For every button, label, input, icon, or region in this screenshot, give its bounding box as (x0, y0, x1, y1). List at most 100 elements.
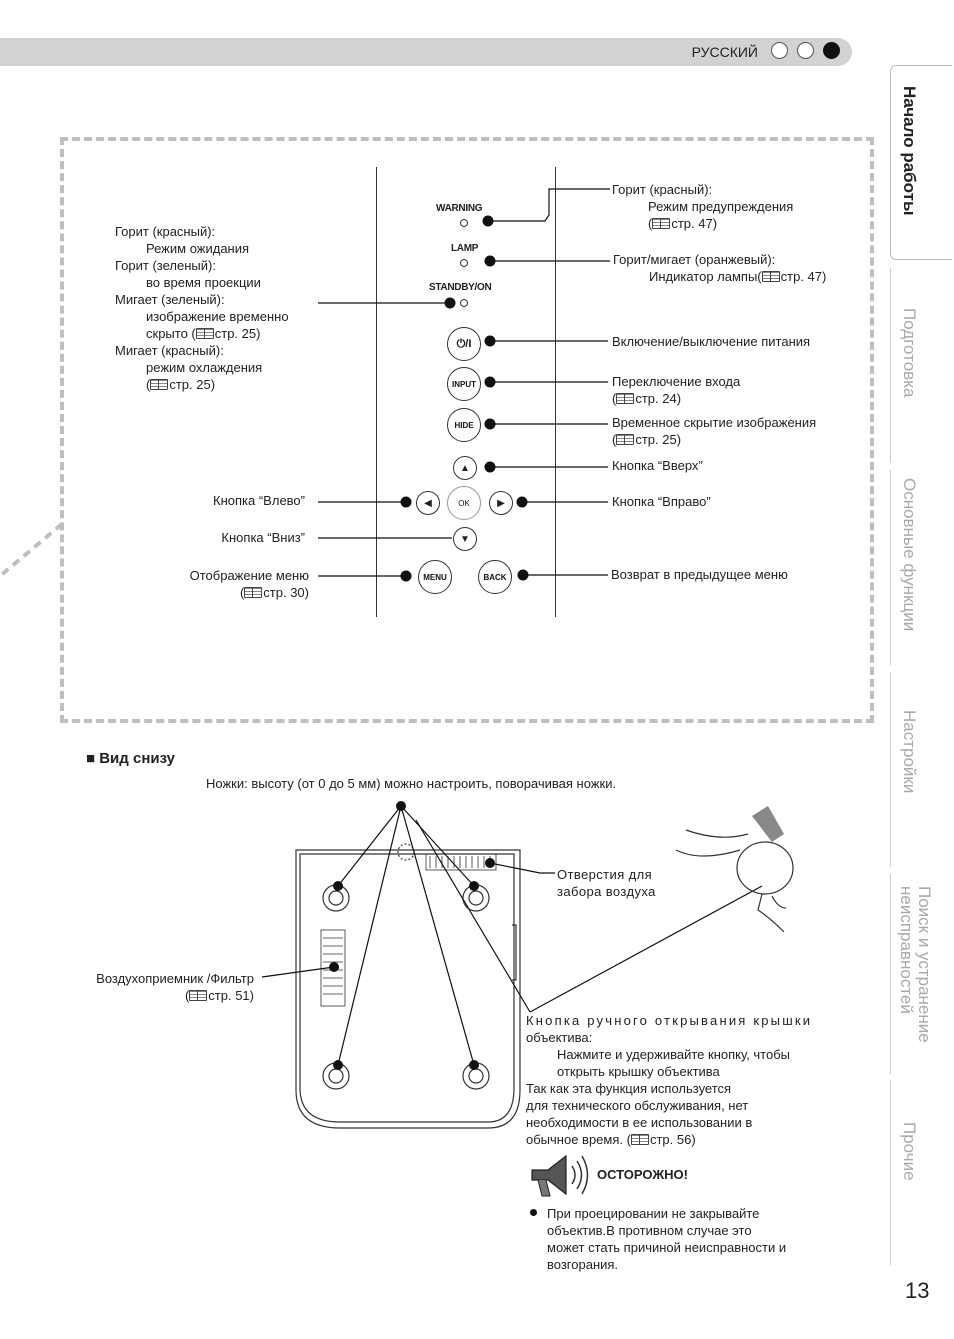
book-icon (244, 587, 263, 598)
standby-desc-line: Мигает (зеленый): (115, 292, 225, 307)
filter-desc-line: Воздухоприемник /Фильтр (96, 971, 254, 986)
page-number: 13 (905, 1278, 930, 1303)
feet-note: Ножки: высоту (от 0 до 5 мм) можно настр… (206, 776, 617, 791)
indicator-circle-1-icon (771, 42, 788, 59)
lens-button-desc-ref: обычное время. ( стр. 56) (526, 1131, 812, 1148)
tab-label: Начало работы (900, 86, 919, 216)
side-tabs: Начало работы Подготовка Основные функци… (886, 0, 954, 1339)
input-desc: Переключение входа (стр. 24) (612, 373, 740, 407)
warning-desc-line: Горит (красный): (612, 182, 713, 197)
book-icon (761, 271, 780, 282)
page-ref: стр. 47) (671, 216, 718, 231)
menu-desc: Отображение меню (стр. 30) (120, 567, 309, 601)
down-arrow-button[interactable]: ▼ (453, 527, 477, 551)
tab-settings[interactable]: Настройки (890, 672, 952, 867)
standby-desc: Горит (красный): Режим ожидания Горит (з… (115, 223, 289, 393)
lamp-desc: Горит/мигает (оранжевый): Индикатор ламп… (613, 251, 826, 285)
tab-label: Настройки (900, 710, 919, 794)
caution-title: ОСТОРОЖНО! (597, 1167, 688, 1182)
page-ref: стр. 56) (649, 1132, 696, 1147)
tab-label: Поиск и устранение неисправностей (897, 886, 934, 1043)
lens-button-desc-line: открыть крышку объектива (557, 1064, 720, 1079)
tab-troubleshooting[interactable]: Поиск и устранение неисправностей (890, 874, 952, 1074)
megaphone-icon (531, 1154, 589, 1197)
panel-leader-lines (318, 188, 610, 582)
power-desc: Включение/выключение питания (612, 334, 811, 349)
indicator-circle-3-icon (823, 42, 840, 59)
standby-desc-line: Горит (зеленый): (115, 258, 216, 273)
filter-desc: Воздухоприемник /Фильтр (стр. 51) (60, 970, 254, 1004)
right-arrow-button[interactable]: ▶ (489, 491, 513, 515)
hide-desc-ref: (стр. 25) (612, 432, 682, 447)
up-arrow-button[interactable]: ▲ (453, 456, 477, 480)
air-intake-desc-line: забора воздуха (557, 884, 656, 899)
book-icon (616, 393, 635, 404)
lens-button-desc-line: Нажмите и удерживайте кнопку, чтобы (557, 1047, 791, 1062)
standby-desc-ref: скрыто ( стр. 25) (115, 325, 289, 342)
book-icon (150, 379, 169, 390)
tab-other[interactable]: Прочие (890, 1080, 952, 1265)
page-ref: стр. 51) (208, 988, 254, 1003)
lamp-desc-line: Индикатор лампы( (649, 269, 762, 284)
standby-led-label: STANDBY/ON (429, 282, 492, 293)
standby-desc-line: Горит (красный): (115, 224, 216, 239)
air-intake-desc-line: Отверстия для (557, 867, 653, 882)
hide-desc-line: Временное скрытие изображения (612, 415, 817, 430)
lens-button-desc: Кнопка ручного открывания крышки объекти… (526, 1012, 812, 1148)
down-desc: Кнопка “Вниз” (221, 530, 305, 545)
lens-button-desc-line: Кнопка ручного открывания крышки (526, 1013, 813, 1028)
air-intake-desc: Отверстия для забора воздуха (557, 866, 656, 900)
up-desc: Кнопка “Вверх” (612, 458, 703, 473)
standby-desc-line: Режим ожидания (146, 241, 250, 256)
hide-button[interactable]: HIDE (447, 408, 481, 442)
page-ref: стр. 25) (635, 432, 682, 447)
standby-desc-line: режим охлаждения (146, 360, 263, 375)
lens-button-desc-line: объектива: (526, 1030, 593, 1045)
lamp-desc-ref: Индикатор лампы( стр. 47) (613, 268, 826, 285)
page-ref: стр. 30) (263, 585, 309, 600)
caution-text-line: При проецировании не закрывайте (547, 1206, 760, 1221)
panel-edge-right (555, 167, 556, 617)
lens-button-desc-line: необходимости в ее использовании в (526, 1115, 753, 1130)
back-button[interactable]: BACK (478, 560, 512, 594)
filter-desc-ref: (стр. 51) (184, 988, 254, 1003)
caution-text-line: объектив.В противном случае это (547, 1223, 752, 1238)
lens-button-desc-line: для технического обслуживания, нет (526, 1098, 749, 1113)
bottom-view-title: ■ Вид снизу (86, 750, 176, 767)
header-bar: РУССКИЙ (0, 38, 852, 66)
tab-preparation[interactable]: Подготовка (890, 268, 952, 463)
book-icon (195, 328, 214, 339)
page-ref: стр. 47) (780, 269, 827, 284)
ok-button[interactable]: OK (447, 486, 481, 520)
menu-button[interactable]: MENU (418, 560, 452, 594)
book-icon (189, 990, 208, 1001)
book-icon (630, 1134, 649, 1145)
standby-desc-line: изображение временно (146, 309, 289, 324)
book-icon (616, 434, 635, 445)
input-desc-ref: (стр. 24) (612, 391, 682, 406)
lamp-led (460, 259, 468, 267)
page-ref: стр. 25) (169, 377, 216, 392)
input-button[interactable]: INPUT (447, 367, 481, 401)
left-desc: Кнопка “Влево” (213, 493, 305, 508)
standby-desc-line: во время проекции (146, 275, 261, 290)
warning-desc: Горит (красный): Режим предупреждения (с… (612, 181, 793, 232)
bullet-icon (530, 1209, 537, 1216)
caution-text-line: может стать причиной неисправности и (547, 1240, 787, 1255)
book-icon (652, 218, 671, 229)
standby-desc-line: скрыто ( (146, 326, 196, 341)
page-ref: стр. 25) (214, 326, 261, 341)
left-arrow-button[interactable]: ◀ (416, 491, 440, 515)
warning-desc-line: Режим предупреждения (648, 199, 794, 214)
language-label: РУССКИЙ (691, 44, 758, 60)
lens-button-desc-line: обычное время. ( (526, 1132, 631, 1147)
indicator-circle-2-icon (797, 42, 814, 59)
tab-getting-started[interactable]: Начало работы (890, 65, 952, 260)
back-desc: Возврат в предыдущее меню (611, 567, 788, 582)
standby-led (460, 299, 468, 307)
tab-basic-functions[interactable]: Основные функции (890, 470, 952, 665)
warning-led (460, 219, 468, 227)
power-button[interactable]: ⏻/I (447, 327, 481, 361)
control-panel-frame (60, 137, 874, 723)
panel-edge-left (376, 167, 377, 617)
